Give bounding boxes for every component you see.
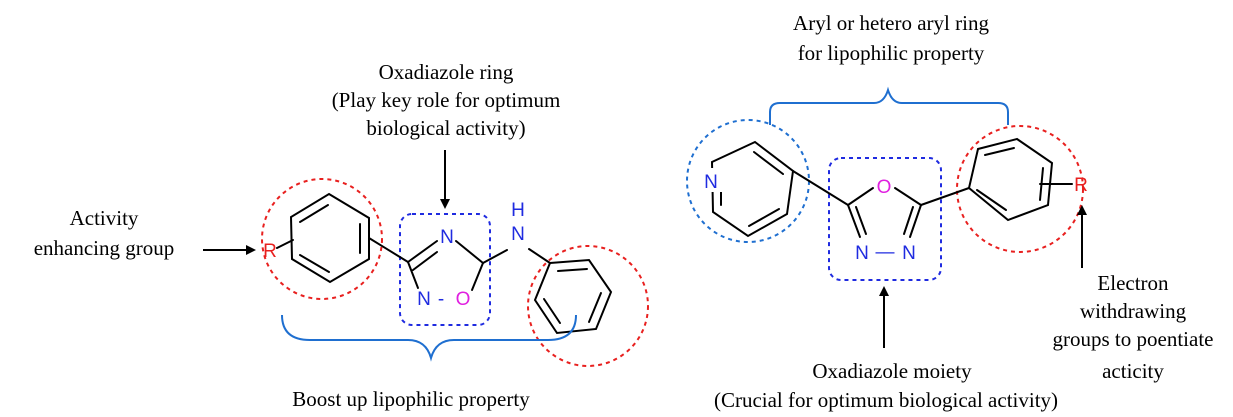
rox-bond-c2-o bbox=[847, 187, 874, 206]
left-phenyl-double-3 bbox=[299, 254, 330, 273]
right-aryl-ring bbox=[967, 137, 1054, 222]
right-bottom-line-2: (Crucial for optimum biological activity… bbox=[714, 388, 1058, 412]
ox-n-top: N bbox=[440, 227, 454, 248]
ox-bond-c3-n4-double bbox=[412, 251, 438, 271]
rox-bond-c2-n3-double bbox=[855, 206, 867, 235]
pyridine-double-1 bbox=[753, 151, 784, 175]
right-aryl-double-3 bbox=[976, 189, 1007, 211]
right-r-atom: R bbox=[1074, 175, 1088, 196]
rox-bond-o-c5 bbox=[894, 187, 922, 206]
amine-n-atom: N bbox=[511, 224, 525, 245]
amine-phenyl-double-2 bbox=[588, 292, 602, 323]
left-structure: Oxadiazole ring (Play key role for optim… bbox=[34, 60, 649, 411]
amine-phenyl-double-3 bbox=[543, 298, 561, 324]
rox-bond-c2-n3 bbox=[847, 204, 861, 238]
rox-dash: — bbox=[876, 242, 895, 263]
right-bottom-line-1: Oxadiazole moiety bbox=[812, 359, 972, 383]
left-oxadiazole-box bbox=[399, 213, 491, 326]
left-title-line-2: (Play key role for optimum bbox=[332, 88, 561, 112]
ewg-line-1: Electron bbox=[1097, 271, 1169, 295]
pyridine-n-atom: N bbox=[704, 172, 718, 193]
rox-bond-c5-n4 bbox=[909, 204, 922, 238]
amine-phenyl-ring bbox=[533, 258, 613, 335]
pyridine-ring bbox=[710, 140, 795, 238]
left-bottom-brace bbox=[281, 314, 577, 362]
pyridine-oxadiazole-bond bbox=[792, 170, 849, 206]
nh-phenyl-bond bbox=[528, 248, 551, 264]
oxadiazole-aryl-bond bbox=[920, 187, 970, 206]
activity-line-1: Activity bbox=[70, 206, 139, 230]
amine-phenyl-double-1 bbox=[557, 268, 588, 272]
right-aryl-highlight-circle bbox=[956, 125, 1084, 253]
ox-bond-c3-n4 bbox=[407, 240, 438, 263]
ewg-line-4: acticity bbox=[1102, 359, 1164, 383]
left-phenyl-ring bbox=[289, 192, 370, 284]
ewg-line-2: withdrawing bbox=[1080, 299, 1187, 323]
ox-bond-c5-o1 bbox=[471, 262, 484, 291]
left-r-atom: R bbox=[263, 241, 277, 262]
phenyl-oxadiazole-bond bbox=[368, 237, 409, 263]
ox-bond-c3-n2 bbox=[407, 261, 419, 289]
right-aryl-double-1 bbox=[984, 147, 1015, 156]
left-aryl-highlight-circle bbox=[261, 178, 383, 300]
amine-h-atom: H bbox=[511, 200, 525, 221]
ox-dash: - bbox=[438, 289, 444, 310]
ox-bond-n4-c5 bbox=[455, 240, 484, 264]
r-bond bbox=[276, 239, 294, 249]
right-phenyl-highlight-circle bbox=[527, 245, 649, 367]
right-oxadiazole-box bbox=[828, 157, 942, 281]
ox-nh-bond bbox=[482, 249, 508, 264]
right-title-line-1: Aryl or hetero aryl ring bbox=[793, 11, 989, 35]
right-structure: Aryl or hetero aryl ring for lipophilic … bbox=[686, 11, 1214, 412]
pyridine-n-backing bbox=[700, 168, 722, 192]
left-title-line-1: Oxadiazole ring bbox=[379, 60, 514, 84]
activity-line-2: enhancing group bbox=[34, 236, 175, 260]
left-title-line-3: biological activity) bbox=[366, 116, 525, 140]
ewg-line-3: groups to poentiate bbox=[1053, 327, 1214, 351]
pyridine-double-2 bbox=[748, 208, 780, 227]
rox-bond-c5-n4-double bbox=[903, 206, 914, 235]
left-bottom-label: Boost up lipophilic property bbox=[292, 387, 530, 411]
rox-n-right: N bbox=[902, 243, 916, 264]
right-title-line-2: for lipophilic property bbox=[798, 41, 985, 65]
rox-n-left: N bbox=[855, 243, 869, 264]
right-top-brace bbox=[769, 86, 1009, 125]
ox-o-atom: O bbox=[456, 289, 471, 310]
rox-o-atom: O bbox=[877, 177, 892, 198]
left-phenyl-double-1 bbox=[299, 204, 329, 223]
ox-n-bottom: N bbox=[417, 289, 431, 310]
